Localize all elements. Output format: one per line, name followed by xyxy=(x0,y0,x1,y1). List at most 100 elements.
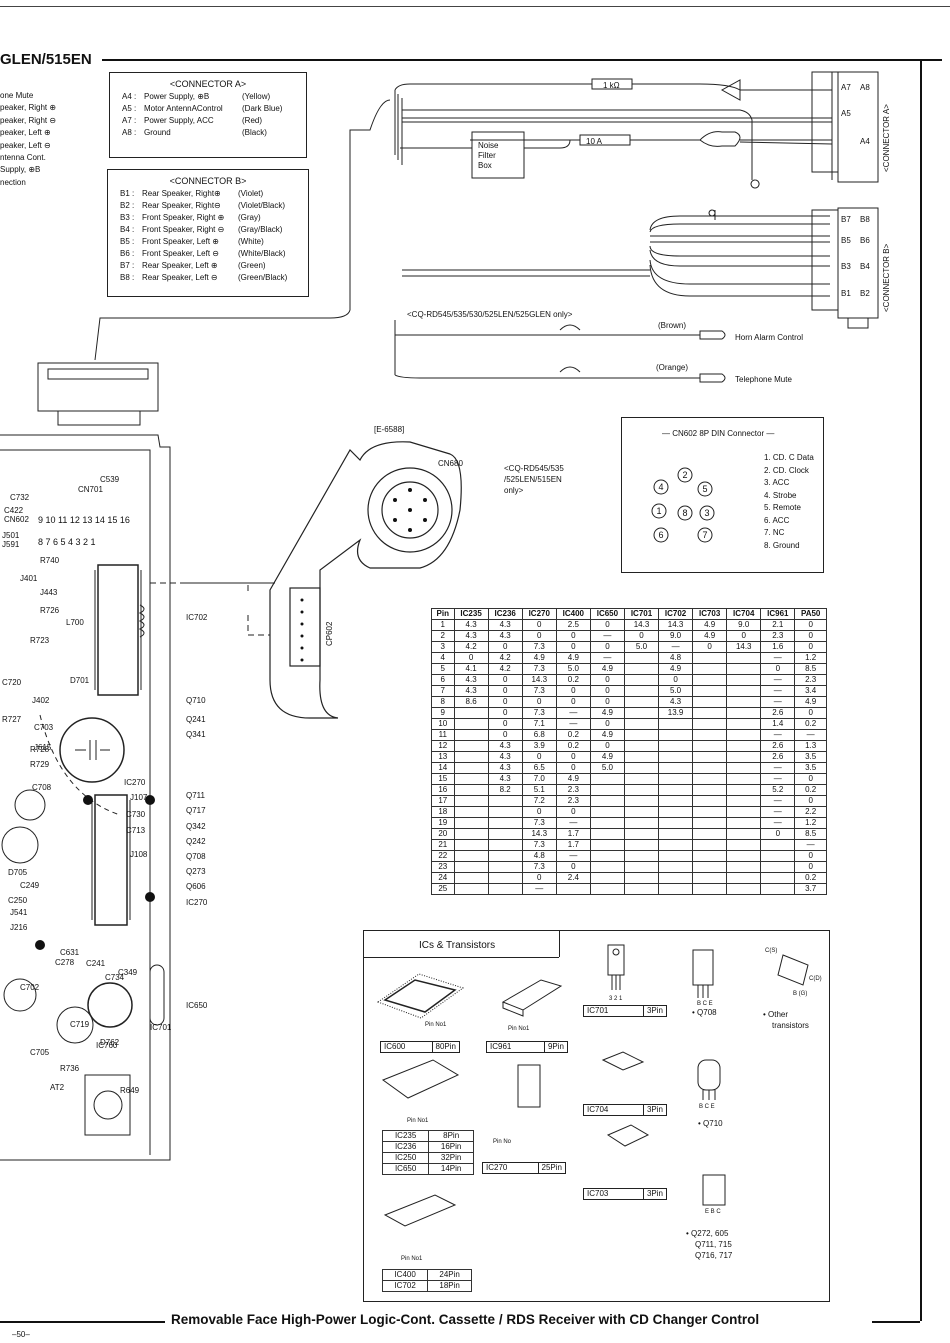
table-cell: 24 xyxy=(431,872,455,884)
table-cell xyxy=(658,806,694,818)
cp602-label: CP602 xyxy=(325,621,334,646)
table-cell xyxy=(453,740,489,752)
table-cell xyxy=(658,817,694,829)
table-cell: 4.1 xyxy=(453,663,489,675)
table-cell: 7.3 xyxy=(521,663,557,675)
table-cell xyxy=(692,663,728,675)
ic-pins: 3Pin xyxy=(642,1006,666,1016)
connector-row: B1 :Rear Speaker, Right⊕(Violet) xyxy=(120,189,308,198)
table-cell: 0 xyxy=(794,641,827,653)
table-cell: 4.9 xyxy=(555,773,591,785)
table-cell: 7 xyxy=(431,685,455,697)
table-cell: 0 xyxy=(521,751,557,763)
ic-name: IC703 xyxy=(587,1189,609,1198)
connector-color: (Black) xyxy=(242,128,267,137)
table-cell: 2.3 xyxy=(760,630,796,642)
table-cell xyxy=(453,883,489,895)
table-cell: 0 xyxy=(589,674,625,686)
table-cell xyxy=(623,740,660,752)
table-cell: 2.3 xyxy=(794,674,827,686)
table-cell: 23 xyxy=(431,861,455,873)
board-component-label: R728 xyxy=(30,745,50,754)
table-cell: 3.5 xyxy=(794,762,827,774)
pin-no1-d: Pin No1 xyxy=(401,1256,423,1262)
table-cell: 17 xyxy=(431,795,455,807)
table-cell: 9 xyxy=(431,707,455,719)
table-cell: 0 xyxy=(589,696,625,708)
pin-b6: B6 xyxy=(860,236,870,245)
board-component-label: C703 xyxy=(34,723,54,732)
table-cell: 0 xyxy=(555,762,591,774)
table-cell: 1.4 xyxy=(760,718,796,730)
right-frame xyxy=(920,59,922,1321)
pin-b5: B5 xyxy=(841,236,851,245)
table-cell xyxy=(692,828,728,840)
connector-color: (Dark Blue) xyxy=(242,104,283,113)
board-component-label: R726 xyxy=(40,606,60,615)
table-cell xyxy=(726,828,762,840)
din-title: — CN602 8P DIN Connector — xyxy=(662,429,775,438)
connector-color: (White) xyxy=(238,237,264,246)
table-cell: — xyxy=(760,773,796,785)
table-cell xyxy=(726,652,762,664)
table-cell: 1.2 xyxy=(794,817,827,829)
ic-name: IC961 xyxy=(490,1042,512,1051)
board-component-label: IC760 xyxy=(96,1041,118,1050)
brown-label: (Brown) xyxy=(658,321,686,330)
board-label: Q341 xyxy=(186,730,206,739)
table-cell xyxy=(453,784,489,796)
board-component-label: D705 xyxy=(8,868,28,877)
connector-desc: Motor AntennAControl xyxy=(144,104,223,113)
table-cell: 0 xyxy=(589,718,625,730)
table-cell: 0 xyxy=(487,674,523,686)
table-cell: 0 xyxy=(794,630,827,642)
board-component-label: C708 xyxy=(32,783,52,792)
table-cell xyxy=(487,861,523,873)
table-cell xyxy=(589,817,625,829)
table-cell: — xyxy=(760,652,796,664)
table-cell xyxy=(453,817,489,829)
connector-pin: B5 : xyxy=(120,237,135,246)
table-cell xyxy=(623,685,660,697)
table-cell xyxy=(760,872,796,884)
connector-color: (Red) xyxy=(242,116,263,125)
table-cell: — xyxy=(555,850,591,862)
table-cell: — xyxy=(794,729,827,741)
table-cell xyxy=(692,685,728,697)
table-cell: 20 xyxy=(431,828,455,840)
table-cell: 16 xyxy=(431,784,455,796)
table-cell: 4.9 xyxy=(692,619,728,631)
bg-label: B (G) xyxy=(793,991,807,997)
connector-row: A7 :Power Supply, ACC(Red) xyxy=(122,116,306,125)
table-cell xyxy=(760,850,796,862)
ics-panel: ICs & Transistors xyxy=(363,930,830,1302)
table-header: IC703 xyxy=(692,608,728,620)
top-rule xyxy=(0,6,950,7)
table-cell xyxy=(623,696,660,708)
din-pin: 8. Ground xyxy=(764,540,800,550)
table-cell: 4.9 xyxy=(589,663,625,675)
other-line: transistors xyxy=(772,1021,809,1030)
board-label: Q241 xyxy=(186,715,206,724)
table-cell: 4.3 xyxy=(658,696,694,708)
table-cell: 0 xyxy=(589,619,625,631)
pin-no-label: Pin No xyxy=(493,1139,512,1145)
board-component-label: C732 xyxy=(10,493,30,502)
connector-a-title: <CONNECTOR A> xyxy=(169,79,247,89)
table-cell: — xyxy=(521,883,557,895)
connector-row: B6 :Front Speaker, Left ⊖(White/Black) xyxy=(120,249,308,258)
table-cell: 4.8 xyxy=(521,850,557,862)
table-cell: 0 xyxy=(794,773,827,785)
table-cell xyxy=(726,773,762,785)
pin-b4: B4 xyxy=(860,262,870,271)
connector-color: (Gray/Black) xyxy=(238,225,283,234)
table-cell: 7.3 xyxy=(521,685,557,697)
table-cell: 2.4 xyxy=(555,872,591,884)
board-component-label: J501 xyxy=(2,531,20,540)
table-cell xyxy=(623,751,660,763)
table-cell: 5 xyxy=(431,663,455,675)
table-cell xyxy=(726,762,762,774)
